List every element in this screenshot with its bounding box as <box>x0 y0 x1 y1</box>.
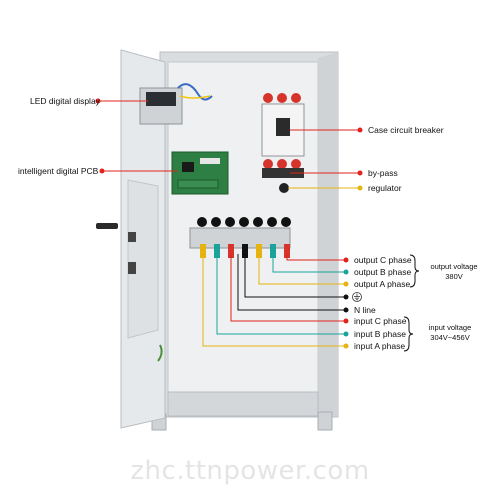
label-led-display: LED digital display <box>30 96 100 106</box>
label-regulator: regulator <box>368 183 402 193</box>
input-voltage-value: 304V~456V <box>430 333 470 342</box>
callout-line-n <box>237 254 346 311</box>
cabinet-base <box>167 391 319 417</box>
callout-line-in-b <box>216 254 346 335</box>
terminal-block <box>189 227 291 249</box>
led-display-screen <box>146 92 176 106</box>
callout-line-in-c <box>230 254 346 322</box>
door-latch-lower <box>128 262 136 274</box>
input-voltage-title: input voltage <box>428 323 472 332</box>
breaker-toggle <box>276 118 290 136</box>
output-voltage-value: 380V <box>445 272 463 281</box>
breaker-terminal-red-5 <box>277 159 287 169</box>
label-input-c: input C phase <box>354 316 407 326</box>
pcb-chip <box>182 162 194 172</box>
cabinet-foot-right <box>317 411 333 431</box>
label-output-a: output A phase <box>354 279 411 289</box>
label-input-a: input A phase <box>354 341 406 351</box>
terminal-block-caps <box>200 244 290 258</box>
input-brace <box>403 316 414 352</box>
door-ground-wire <box>157 344 163 362</box>
breaker-terminal-red-3 <box>291 93 301 103</box>
label-n-line: N line <box>354 305 376 315</box>
bypass-switch <box>262 168 304 178</box>
watermark: zhc.ttnpower.com <box>130 456 370 486</box>
pcb-terminal <box>177 179 219 189</box>
callout-line-ground <box>244 254 346 298</box>
label-pcb: intelligent digital PCB <box>18 166 99 176</box>
output-voltage-title: output voltage <box>430 262 478 271</box>
door-latch <box>128 232 136 242</box>
display-wiring-2 <box>179 95 211 99</box>
output-brace <box>409 254 420 288</box>
breaker-terminal-red-2 <box>277 93 287 103</box>
callout-line-in-a <box>202 254 346 347</box>
cabinet-side-wall <box>318 52 338 417</box>
label-output-b: output B phase <box>354 267 412 277</box>
label-bypass: by-pass <box>368 168 398 178</box>
cabinet-door-inner-panel <box>127 179 159 339</box>
display-wiring <box>177 83 213 101</box>
terminal-block-lugs <box>197 217 291 227</box>
pcb-connector <box>200 158 220 164</box>
door-handle <box>96 223 118 229</box>
callout-line-out-c <box>286 254 346 261</box>
callout-line-out-b <box>272 254 346 273</box>
breaker-terminal-red-6 <box>291 159 301 169</box>
label-output-c: output C phase <box>354 255 412 265</box>
label-breaker: Case circuit breaker <box>368 125 444 135</box>
callout-markers <box>95 98 363 349</box>
ground-symbol-icon <box>352 292 362 302</box>
callout-line-out-a <box>258 254 346 285</box>
breaker-terminal-red-1 <box>263 93 273 103</box>
breaker-terminal-red-4 <box>263 159 273 169</box>
label-input-b: input B phase <box>354 329 406 339</box>
regulator-knob <box>279 183 289 193</box>
